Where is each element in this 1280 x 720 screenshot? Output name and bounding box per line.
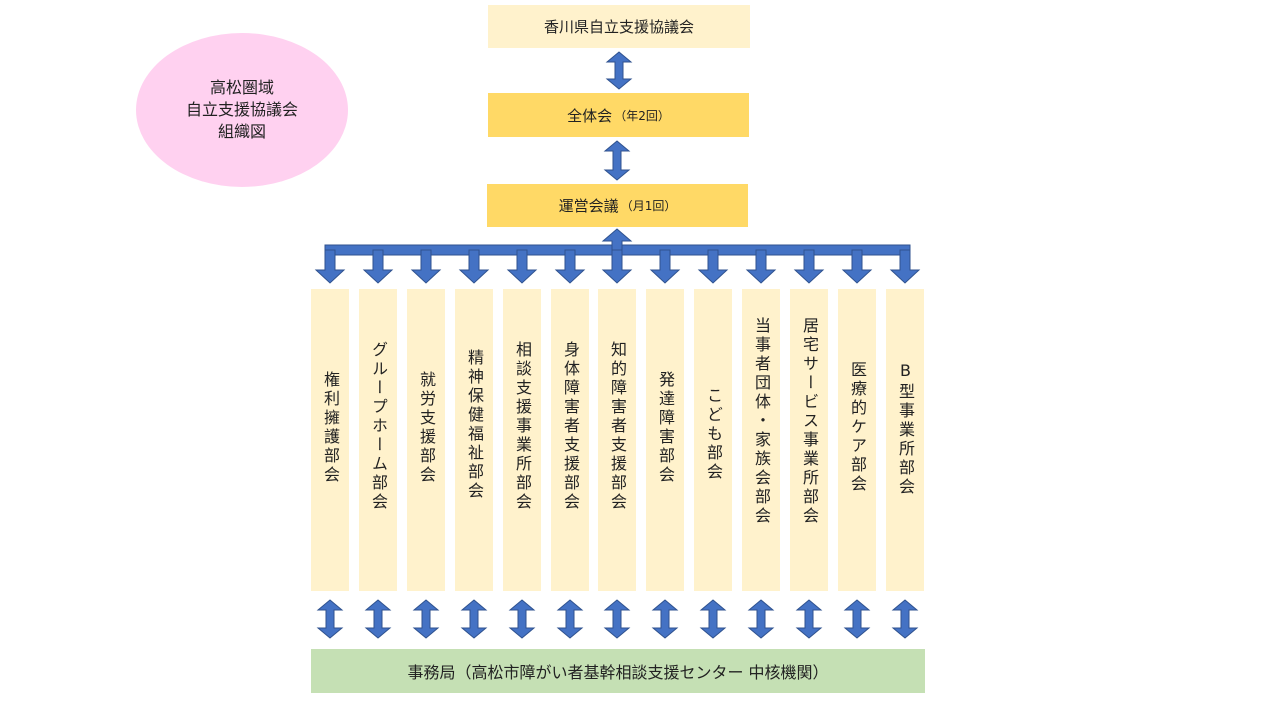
department-box: 医療的ケア部会 bbox=[838, 289, 876, 591]
department-label: 発達障害部会 bbox=[656, 371, 675, 485]
department-label: 知的障害者支援部会 bbox=[608, 341, 627, 512]
double-arrow-icon bbox=[603, 599, 631, 639]
double-arrow-icon bbox=[508, 599, 536, 639]
department-box: グループホーム部会 bbox=[359, 289, 397, 591]
double-arrow-icon bbox=[556, 599, 584, 639]
department-box: 身体障害者支援部会 bbox=[551, 289, 589, 591]
department-box: 権利擁護部会 bbox=[311, 289, 349, 591]
title-line: 組織図 bbox=[217, 122, 266, 141]
department-label: 医療的ケア部会 bbox=[848, 361, 867, 494]
prefecture-council-label: 香川県自立支援協議会 bbox=[543, 18, 694, 36]
title-line: 高松圏域 bbox=[209, 78, 274, 97]
department-label: 当事者団体・家族会部会 bbox=[752, 317, 771, 526]
secretariat-box: 事務局（高松市障がい者基幹相談支援センター 中核機関） bbox=[311, 649, 925, 693]
down-arrow-icon bbox=[458, 249, 490, 284]
department-box: 発達障害部会 bbox=[646, 289, 684, 591]
double-arrow-icon bbox=[747, 599, 775, 639]
down-arrow-icon bbox=[314, 249, 346, 284]
department-label: グループホーム部会 bbox=[369, 341, 388, 512]
down-arrow-icon bbox=[410, 249, 442, 284]
department-box: 相談支援事業所部会 bbox=[503, 289, 541, 591]
down-arrow-icon bbox=[649, 249, 681, 284]
department-label: こども部会 bbox=[704, 387, 723, 482]
down-arrow-icon bbox=[601, 249, 633, 284]
department-box: 就労支援部会 bbox=[407, 289, 445, 591]
general-meeting-label: 全体会 bbox=[567, 106, 613, 125]
title-line: 自立支援協議会 bbox=[185, 100, 298, 119]
double-arrow-icon bbox=[460, 599, 488, 639]
operating-meeting-note: （月1回） bbox=[620, 199, 677, 213]
department-label: 相談支援事業所部会 bbox=[513, 341, 532, 512]
general-meeting-box: 全体会 （年2回） bbox=[488, 93, 749, 137]
department-box: 居宅サービス事業所部会 bbox=[790, 289, 828, 591]
double-arrow-icon bbox=[316, 599, 344, 639]
double-arrow-icon bbox=[364, 599, 392, 639]
down-arrow-icon bbox=[362, 249, 394, 284]
double-arrow-icon bbox=[603, 140, 631, 181]
department-box: 当事者団体・家族会部会 bbox=[742, 289, 780, 591]
department-label: 居宅サービス事業所部会 bbox=[800, 317, 819, 526]
down-arrow-icon bbox=[793, 249, 825, 284]
department-label: 精神保健福祉部会 bbox=[465, 349, 484, 501]
department-label: 身体障害者支援部会 bbox=[561, 341, 580, 512]
down-arrow-icon bbox=[841, 249, 873, 284]
general-meeting-note: （年2回） bbox=[614, 108, 670, 123]
double-arrow-icon bbox=[843, 599, 871, 639]
department-box: 精神保健福祉部会 bbox=[455, 289, 493, 591]
down-arrow-icon bbox=[697, 249, 729, 284]
department-label: 就労支援部会 bbox=[417, 371, 436, 485]
down-arrow-icon bbox=[889, 249, 921, 284]
double-arrow-icon bbox=[699, 599, 727, 639]
department-box: こども部会 bbox=[694, 289, 732, 591]
prefecture-council-box: 香川県自立支援協議会 bbox=[488, 5, 750, 48]
down-arrow-icon bbox=[554, 249, 586, 284]
double-arrow-icon bbox=[651, 599, 679, 639]
secretariat-label: 事務局（高松市障がい者基幹相談支援センター 中核機関） bbox=[407, 663, 829, 682]
double-arrow-icon bbox=[605, 51, 633, 90]
double-arrow-icon bbox=[795, 599, 823, 639]
diagram-title: 高松圏域 自立支援協議会 組織図 bbox=[136, 33, 348, 187]
double-arrow-icon bbox=[891, 599, 919, 639]
department-box: 知的障害者支援部会 bbox=[598, 289, 636, 591]
down-arrow-icon bbox=[506, 249, 538, 284]
double-arrow-icon bbox=[412, 599, 440, 639]
department-label: 権利擁護部会 bbox=[321, 371, 340, 485]
operating-meeting-box: 運営会議 （月1回） bbox=[487, 184, 748, 227]
department-box: B型事業所部会 bbox=[886, 289, 924, 591]
down-arrow-icon bbox=[745, 249, 777, 284]
operating-meeting-label: 運営会議 bbox=[558, 197, 619, 215]
department-label: B型事業所部会 bbox=[896, 361, 915, 497]
